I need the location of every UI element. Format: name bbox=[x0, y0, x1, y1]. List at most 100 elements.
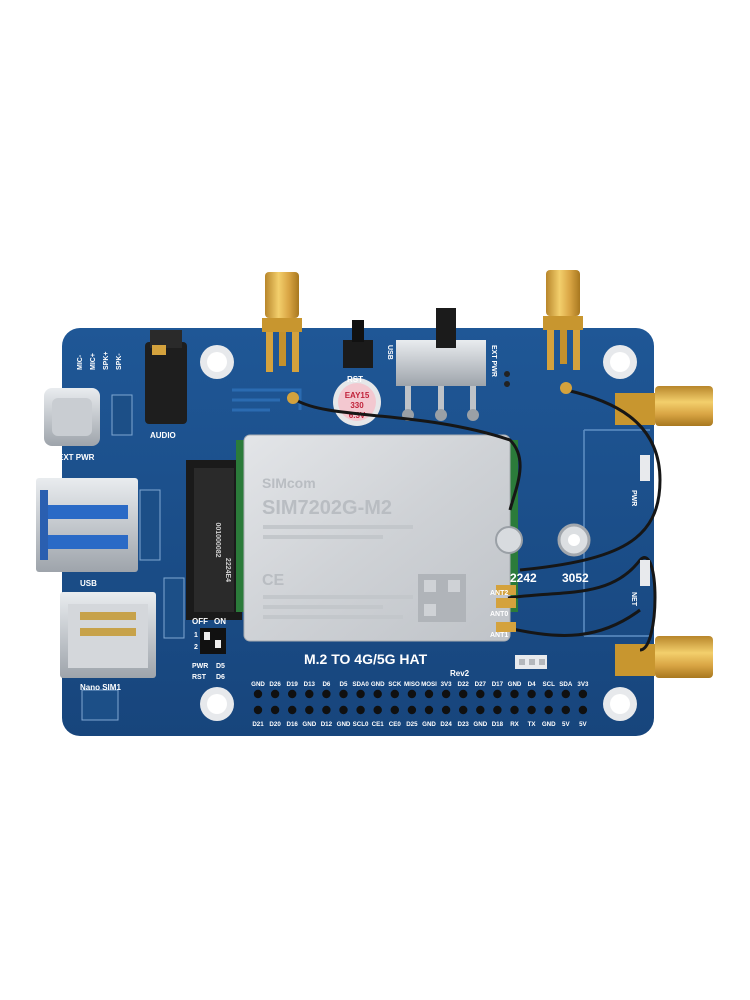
label-ant1: ANT1 bbox=[490, 632, 508, 639]
gpio-top-label: 3V3 bbox=[577, 681, 589, 688]
gpio-pin bbox=[288, 705, 297, 715]
audio-jack bbox=[145, 330, 187, 424]
label-ext-pwr-top: EXT PWR bbox=[490, 345, 497, 377]
gpio-pin bbox=[339, 705, 348, 715]
gpio-pin bbox=[253, 705, 263, 715]
label-ant2: ANT2 bbox=[490, 590, 508, 597]
label-mic-minus: MIC- bbox=[77, 354, 84, 370]
gpio-pin bbox=[527, 689, 536, 699]
gpio-top-label: D4 bbox=[528, 681, 536, 688]
gpio-pin bbox=[390, 689, 399, 699]
gpio-top-label: D13 bbox=[304, 681, 316, 688]
sma-connector-right-bottom bbox=[615, 636, 713, 678]
gpio-bottom-label: D21 bbox=[252, 721, 264, 728]
gpio-pin bbox=[527, 705, 536, 715]
gpio-pin bbox=[270, 705, 280, 715]
gpio-pin bbox=[493, 705, 502, 715]
silkscreen-labels: MIC- MIC+ SPK+ SPK- AUDIO EXT PWR USB Na… bbox=[58, 345, 637, 692]
mounting-holes bbox=[200, 345, 637, 721]
label-usb-top: USB bbox=[386, 345, 393, 360]
antenna-cables bbox=[295, 388, 662, 652]
gpio-bottom-label: D23 bbox=[458, 721, 470, 728]
gpio-pin bbox=[493, 689, 502, 699]
gpio-bottom-label: CE1 bbox=[372, 721, 385, 728]
label-net-right: NET bbox=[630, 592, 637, 607]
gpio-bottom-label: D24 bbox=[440, 721, 452, 728]
gpio-pin bbox=[356, 689, 365, 699]
gpio-top-label: D6 bbox=[322, 681, 330, 688]
gpio-bottom-label: GND bbox=[337, 721, 351, 728]
board-revision: Rev2 bbox=[450, 669, 470, 678]
label-spk-minus: SPK- bbox=[116, 353, 123, 370]
gpio-pin bbox=[578, 689, 588, 699]
gpio-top-label: SCL bbox=[543, 681, 556, 688]
label-usb-left: USB bbox=[80, 579, 97, 588]
gpio-pin bbox=[441, 705, 451, 715]
gpio-bottom-label: GND bbox=[422, 721, 436, 728]
ce-mark: CE bbox=[262, 572, 285, 589]
rst-button[interactable] bbox=[343, 320, 373, 368]
board-title: M.2 TO 4G/5G HAT bbox=[304, 651, 428, 667]
gpio-pin bbox=[288, 689, 297, 699]
gpio-pin bbox=[459, 689, 468, 699]
module-model: SIM7202G-M2 bbox=[262, 497, 392, 519]
gpio-bottom-label: GND bbox=[473, 721, 487, 728]
gpio-pin bbox=[561, 689, 570, 699]
small-components bbox=[81, 371, 650, 721]
gpio-top-label: D26 bbox=[269, 681, 281, 688]
gpio-pin bbox=[578, 705, 588, 715]
gpio-bottom-label: D18 bbox=[492, 721, 504, 728]
label-nano-sim: Nano SIM1 bbox=[80, 683, 121, 692]
gpio-pin bbox=[510, 705, 519, 715]
usb-c-port bbox=[44, 388, 100, 446]
gpio-top-label: GND bbox=[371, 681, 385, 688]
gpio-top-label: GND bbox=[508, 681, 522, 688]
gpio-bottom-label: SCL0 bbox=[353, 721, 369, 728]
m2-connector-label: 001000082 bbox=[214, 522, 221, 557]
gpio-top-label: MISO bbox=[404, 681, 420, 688]
gpio-top-label: SDA bbox=[559, 681, 573, 688]
label-sw-d6: D6 bbox=[216, 674, 225, 681]
gpio-pin bbox=[424, 705, 434, 715]
gpio-top-label: D22 bbox=[458, 681, 470, 688]
label-sw-rst: RST bbox=[192, 674, 207, 681]
gpio-top-label: SDA0 bbox=[352, 681, 369, 688]
dip-switch[interactable] bbox=[200, 628, 226, 654]
gpio-pin bbox=[305, 705, 314, 715]
gpio-bottom-label: GND bbox=[542, 721, 556, 728]
gpio-bottom-label: D16 bbox=[287, 721, 299, 728]
sma-connector-top-left bbox=[262, 272, 302, 372]
gpio-pin bbox=[339, 689, 348, 699]
gpio-top-label: SCK bbox=[388, 681, 402, 688]
gpio-top-label: D19 bbox=[287, 681, 299, 688]
gpio-top-label: MOSI bbox=[421, 681, 437, 688]
label-ext-pwr-left: EXT PWR bbox=[58, 453, 95, 462]
capacitor-label-3: 6.3V bbox=[349, 411, 366, 420]
gpio-top-label: 3V3 bbox=[441, 681, 453, 688]
gpio-pin bbox=[476, 689, 485, 699]
ic-label: 2224E4 bbox=[224, 558, 231, 582]
gpio-pin bbox=[561, 705, 570, 715]
label-switch-2: 2 bbox=[194, 644, 198, 651]
sim-module: SIMcom SIM7202G-M2 CE bbox=[236, 434, 523, 642]
gpio-pin bbox=[544, 705, 553, 715]
module-brand: SIMcom bbox=[262, 475, 316, 491]
capacitor-label-2: 330 bbox=[350, 401, 364, 410]
module-screw bbox=[495, 526, 523, 554]
sim-card-slot bbox=[60, 592, 156, 678]
gpio-pin bbox=[373, 705, 382, 715]
label-switch-1: 1 bbox=[194, 632, 198, 639]
gpio-bottom-label: TX bbox=[528, 721, 537, 728]
gpio-pin bbox=[441, 689, 451, 699]
label-sw-d5: D5 bbox=[216, 663, 225, 670]
label-spk-plus: SPK+ bbox=[103, 352, 110, 370]
power-slide-switch[interactable] bbox=[396, 308, 486, 421]
gpio-top-label: D17 bbox=[492, 681, 504, 688]
label-sw-pwr: PWR bbox=[192, 663, 208, 670]
gpio-pin bbox=[390, 705, 399, 715]
gpio-bottom-label: RX bbox=[510, 721, 519, 728]
gpio-pin bbox=[253, 689, 263, 699]
capacitor-label-1: EAY15 bbox=[345, 391, 370, 400]
